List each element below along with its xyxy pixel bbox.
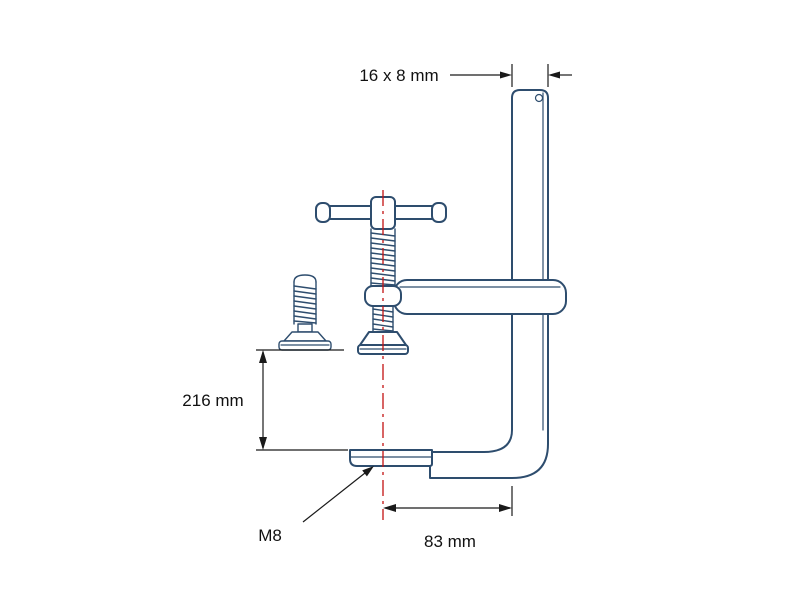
label-top-dim: 16 x 8 mm bbox=[359, 66, 438, 85]
rail-pin-hole bbox=[534, 93, 544, 103]
dimension-left: 216 mm bbox=[182, 349, 348, 451]
foot-pad bbox=[349, 449, 433, 467]
callout-thread: M8 bbox=[258, 466, 374, 545]
label-bottom-dim: 83 mm bbox=[424, 532, 476, 551]
label-thread: M8 bbox=[258, 526, 282, 545]
t-handle-left-cap bbox=[315, 202, 331, 223]
label-left-dim: 216 mm bbox=[182, 391, 243, 410]
clamp-drawing bbox=[278, 89, 567, 479]
sliding-arm bbox=[393, 279, 567, 315]
dimension-bottom: 83 mm bbox=[383, 486, 513, 551]
rail-bar bbox=[429, 89, 549, 479]
dimension-top: 16 x 8 mm bbox=[359, 64, 572, 87]
dimension-annotations: 16 x 8 mm 216 mm 83 mm bbox=[182, 64, 572, 551]
t-handle-right-cap bbox=[431, 202, 447, 223]
m8-adapter bbox=[278, 274, 332, 351]
